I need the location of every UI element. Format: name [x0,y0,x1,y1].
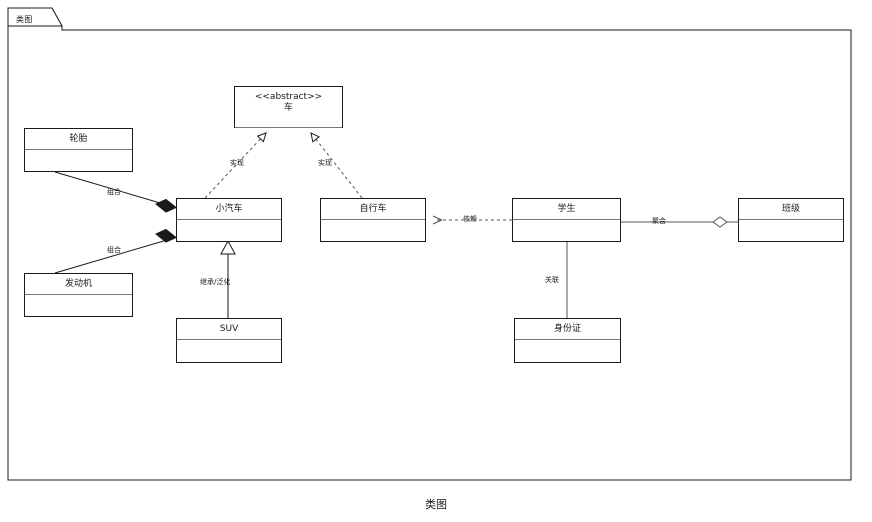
class-box-idcard[interactable]: 身份证 [514,318,621,363]
class-name-engine: 发动机 [25,274,132,295]
class-box-bicycle[interactable]: 自行车 [320,198,426,242]
class-name-student: 学生 [513,199,620,220]
diagram-frame [7,7,852,481]
relation-label-tire-composes-car: 组合 [107,188,121,196]
relation-bicycle-realizes-vehicle [310,132,363,199]
class-title-vehicle: <<abstract>> 车 [235,87,342,128]
class-box-engine[interactable]: 发动机 [24,273,133,317]
relation-label-suv-extends-car: 继承/泛化 [200,278,231,286]
class-name-suv: SUV [177,319,281,340]
class-box-suv[interactable]: SUV [176,318,282,363]
relation-label-bicycle-realizes-vehicle: 实现 [318,159,332,167]
class-name-banji: 班级 [739,199,843,220]
relation-tire-composes-car [54,171,177,213]
class-box-car[interactable]: 小汽车 [176,198,282,242]
relation-car-realizes-vehicle [204,132,267,199]
relation-label-student-depends-bicycle: 依赖 [463,215,477,223]
relation-banji-aggregates-student [621,216,738,228]
class-box-student[interactable]: 学生 [512,198,621,242]
relation-label-banji-aggregates-student: 聚合 [652,217,666,225]
class-name-bicycle: 自行车 [321,199,425,220]
relation-label-student-assoc-idcard: 关联 [545,276,559,284]
relation-engine-composes-car [54,228,177,274]
class-name-vehicle: 车 [283,103,293,114]
class-name-tire: 轮胎 [25,129,132,150]
diagram-caption: 类图 [425,498,447,511]
relation-label-car-realizes-vehicle: 实现 [230,159,244,167]
relation-suv-extends-car [220,239,236,318]
class-box-vehicle[interactable]: <<abstract>> 车 [234,86,343,128]
frame-label: 类图 [16,15,33,24]
class-stereotype-vehicle: <<abstract>> [254,92,323,102]
class-name-car: 小汽车 [177,199,281,220]
class-box-banji[interactable]: 班级 [738,198,844,242]
class-box-tire[interactable]: 轮胎 [24,128,133,172]
relation-label-engine-composes-car: 组合 [107,246,121,254]
class-name-idcard: 身份证 [515,319,620,340]
